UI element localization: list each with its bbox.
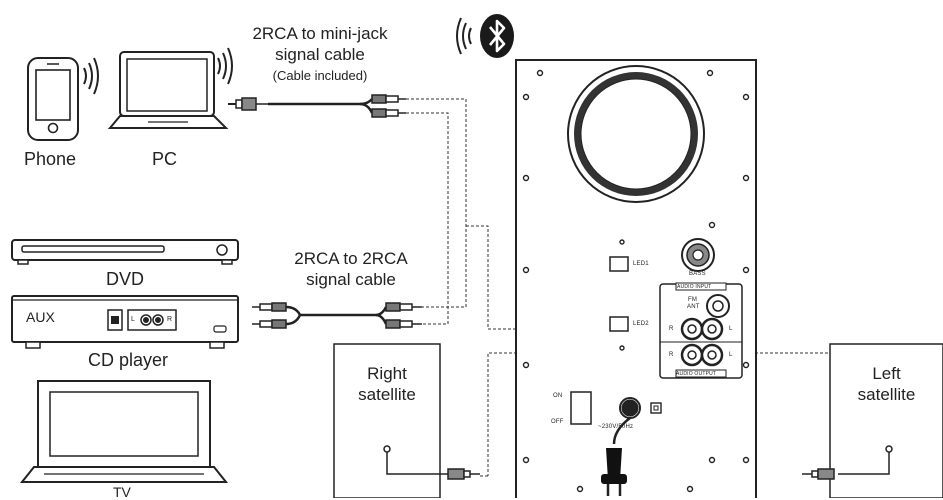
- minijack-cable-note: (Cable included): [272, 68, 368, 83]
- power-plug-icon: [601, 417, 631, 496]
- minijack-cable-line1: 2RCA to mini-jack: [252, 24, 388, 43]
- fm-label: FM: [688, 297, 698, 303]
- audio-input-label: AUDIO INPUT: [677, 284, 712, 290]
- right-satellite-label: Right satellite: [334, 363, 440, 405]
- cd-player-icon: [11, 295, 239, 349]
- switch-on-label: ON: [553, 393, 563, 399]
- led1-indicator: [609, 256, 629, 272]
- rca-connector-icon: [359, 94, 406, 118]
- rca-cable-line2: signal cable: [306, 270, 396, 289]
- wireless-waves-icon: [456, 17, 472, 55]
- rca-cable-line1: 2RCA to 2RCA: [294, 249, 408, 268]
- mini-jack-icon: [228, 97, 268, 111]
- led2-label: LED2: [633, 321, 649, 327]
- left-satellite-label: Left satellite: [830, 363, 943, 405]
- rca-connector-icon: [375, 302, 422, 329]
- led1-label: LED1: [633, 261, 649, 267]
- output-l-label: L: [729, 352, 733, 358]
- minijack-cable-label: 2RCA to mini-jack signal cable (Cable in…: [240, 23, 400, 86]
- power-switch[interactable]: [570, 391, 592, 425]
- led2-indicator: [609, 316, 629, 332]
- rca-connector-icon: [252, 302, 302, 329]
- right-satellite-box: [333, 343, 448, 498]
- mini-jack-icon: [447, 468, 480, 480]
- rca-cable-label: 2RCA to 2RCA signal cable: [278, 248, 424, 290]
- wireless-waves-icon: [83, 57, 99, 95]
- aux-label: AUX: [26, 309, 55, 325]
- laptop-icon: [107, 51, 229, 129]
- audio-output-jacks[interactable]: [680, 343, 724, 367]
- left-satellite-line2: satellite: [857, 385, 916, 404]
- subwoofer-cabinet: [515, 59, 757, 498]
- mini-jack-icon: [802, 468, 835, 480]
- cd-r-label: R: [167, 316, 173, 323]
- pc-label: PC: [152, 149, 178, 169]
- bluetooth-icon: [480, 14, 514, 58]
- left-satellite-box: [829, 343, 943, 498]
- minijack-cable-line2: signal cable: [275, 45, 365, 64]
- switch-off-label: OFF: [551, 419, 564, 425]
- audio-input-jacks[interactable]: [680, 317, 724, 341]
- bass-label: BASS: [689, 271, 706, 277]
- woofer-driver: [567, 65, 705, 203]
- fm-antenna-jack[interactable]: [706, 294, 730, 318]
- phone-label: Phone: [24, 149, 77, 169]
- ant-label: ANT: [687, 304, 700, 310]
- wireless-waves-icon: [217, 47, 233, 85]
- input-r-label: R: [669, 326, 674, 332]
- right-satellite-line1: Right: [367, 364, 407, 383]
- right-satellite-line2: satellite: [358, 385, 416, 404]
- bass-knob[interactable]: [681, 238, 715, 272]
- tv-label: TV: [113, 484, 131, 500]
- dvd-player-icon: [11, 239, 239, 265]
- audio-output-label: AUDIO OUTPUT: [676, 371, 717, 377]
- cd-l-label: L: [131, 316, 135, 323]
- power-rating-label: ~230V/50Hz: [598, 424, 634, 430]
- cd-player-label: CD player: [88, 350, 169, 370]
- tv-icon: [19, 380, 229, 483]
- left-satellite-line1: Left: [872, 364, 901, 383]
- phone-icon: [27, 57, 79, 141]
- input-l-label: L: [729, 326, 733, 332]
- dvd-label: DVD: [106, 269, 145, 289]
- output-r-label: R: [669, 352, 674, 358]
